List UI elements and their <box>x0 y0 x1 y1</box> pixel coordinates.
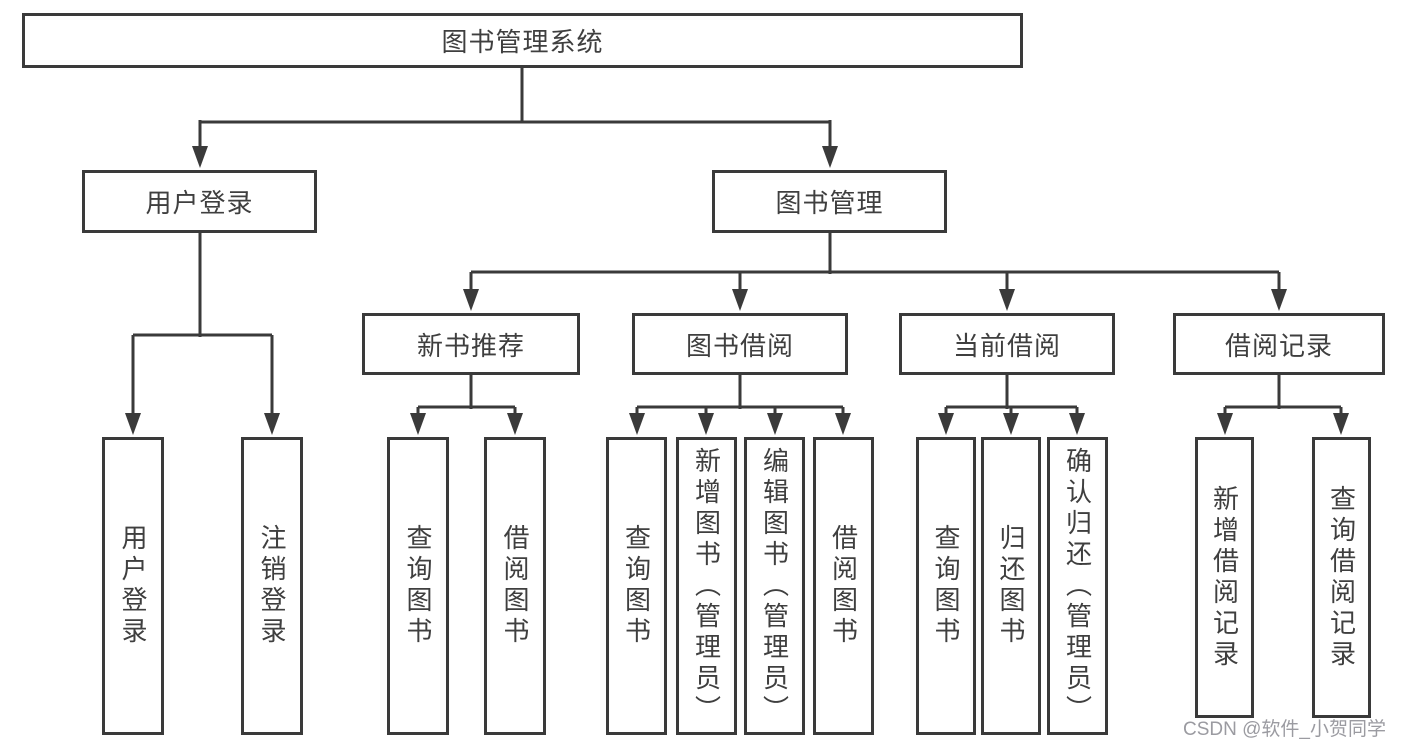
leaf-label: 借阅图书 <box>828 524 859 648</box>
leaf-recommend-query-book: 查询图书 <box>387 437 449 735</box>
leaf-borrow-query-book: 查询图书 <box>606 437 667 735</box>
leaf-label: 查询图书 <box>403 524 433 648</box>
leaf-label: 新增借阅记录 <box>1209 484 1240 671</box>
leaf-borrow-edit-book-admin: 编辑图书（管理员） <box>744 437 805 735</box>
leaf-current-query-book: 查询图书 <box>916 437 976 735</box>
node-root: 图书管理系统 <box>22 13 1023 68</box>
connector-lines <box>131 68 1343 418</box>
leaf-borrow-borrow-book: 借阅图书 <box>813 437 874 735</box>
node-new-book-recommend: 新书推荐 <box>362 313 580 375</box>
leaf-records-query-record: 查询借阅记录 <box>1312 437 1371 718</box>
leaf-label: 新增图书（管理员） <box>691 446 722 726</box>
leaf-label: 注销登录 <box>257 524 287 648</box>
leaf-label: 归还图书 <box>996 524 1026 648</box>
leaf-borrow-add-book-admin: 新增图书（管理员） <box>676 437 737 735</box>
leaf-current-return-book: 归还图书 <box>981 437 1041 735</box>
leaf-label: 查询借阅记录 <box>1326 484 1357 671</box>
leaf-logout: 注销登录 <box>241 437 303 735</box>
leaf-label: 确认归还（管理员） <box>1062 446 1093 726</box>
node-user-login: 用户登录 <box>82 170 317 233</box>
csdn-watermark: CSDN @软件_小贺同学 <box>1183 719 1386 740</box>
leaf-records-add-record: 新增借阅记录 <box>1195 437 1254 718</box>
leaf-label: 借阅图书 <box>500 524 530 648</box>
leaf-label: 查询图书 <box>621 524 652 648</box>
node-borrow-records: 借阅记录 <box>1173 313 1385 375</box>
node-book-borrow: 图书借阅 <box>632 313 848 375</box>
leaf-current-confirm-return-admin: 确认归还（管理员） <box>1047 437 1108 735</box>
leaf-label: 编辑图书（管理员） <box>759 446 790 726</box>
arrowheads <box>125 146 1349 435</box>
leaf-recommend-borrow-book: 借阅图书 <box>484 437 546 735</box>
node-current-borrow: 当前借阅 <box>899 313 1115 375</box>
leaf-user-login: 用户登录 <box>102 437 164 735</box>
leaf-label: 用户登录 <box>118 524 148 648</box>
leaf-label: 查询图书 <box>931 524 961 648</box>
node-book-management: 图书管理 <box>712 170 947 233</box>
